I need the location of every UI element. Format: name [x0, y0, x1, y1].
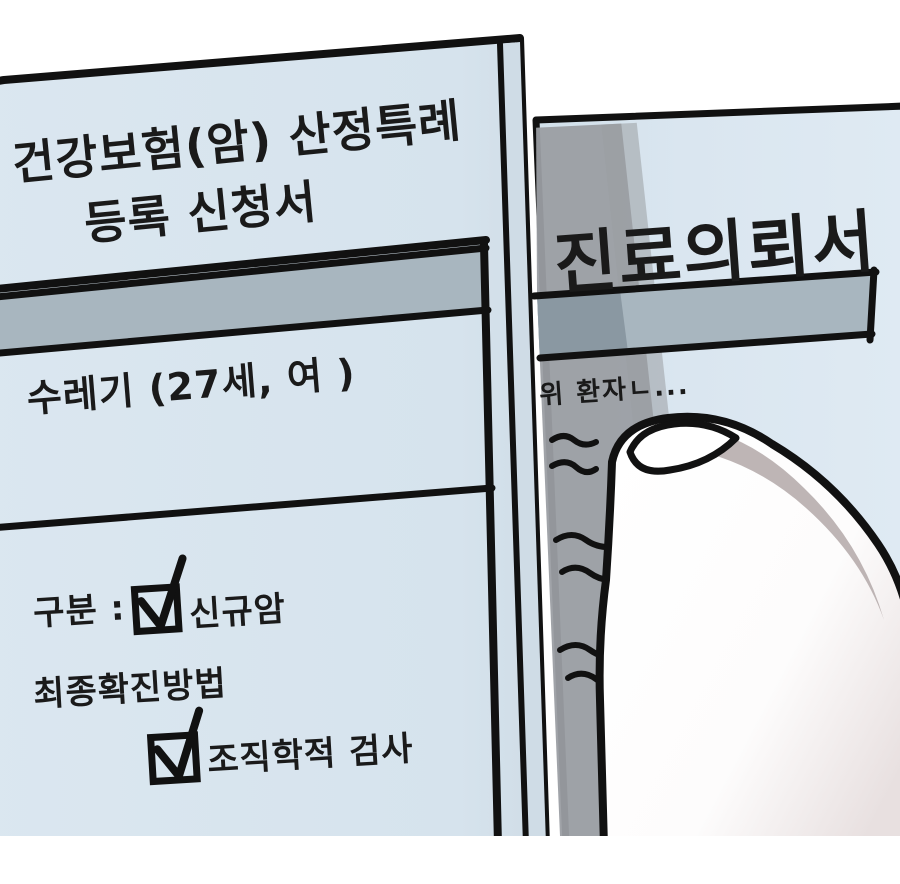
front-document-category-value: 신규암: [188, 589, 287, 635]
category-checkbox-box: [130, 583, 183, 636]
thumb-holding-document: [595, 412, 900, 884]
front-document-category-label: 구분 :: [32, 588, 126, 634]
front-document-fold-line: [497, 41, 529, 848]
bottom-crop-band: [0, 836, 900, 884]
diagnosis-checkbox-box: [146, 731, 201, 786]
front-document-form-top-border: [0, 236, 490, 296]
fingernail: [626, 419, 740, 475]
front-document-form-right-border: [480, 240, 502, 836]
front-document-header-band: [0, 248, 488, 356]
front-document-divider-1: [0, 484, 496, 534]
back-document-band-bottom-line: [536, 330, 876, 362]
back-document-band-right-edge: [866, 266, 878, 344]
diagnosis-checkbox-checkmark: [153, 706, 204, 780]
front-document-band-bottom-line: [0, 306, 492, 360]
diagnosis-checkbox[interactable]: [146, 706, 204, 786]
category-checkbox-checkmark: [137, 554, 187, 630]
front-document: 건강보험(암) 산정특례 등록 신청서 수레기 (27세, 여 ) 구분 : 신…: [0, 34, 550, 849]
front-document-right-fold: [498, 42, 546, 845]
thumb-shape: [595, 412, 900, 884]
front-document-paper: [0, 34, 550, 849]
front-document-band-top-line: [0, 244, 490, 304]
back-document-band-top-line: [530, 268, 880, 300]
category-checkbox[interactable]: [130, 554, 187, 636]
